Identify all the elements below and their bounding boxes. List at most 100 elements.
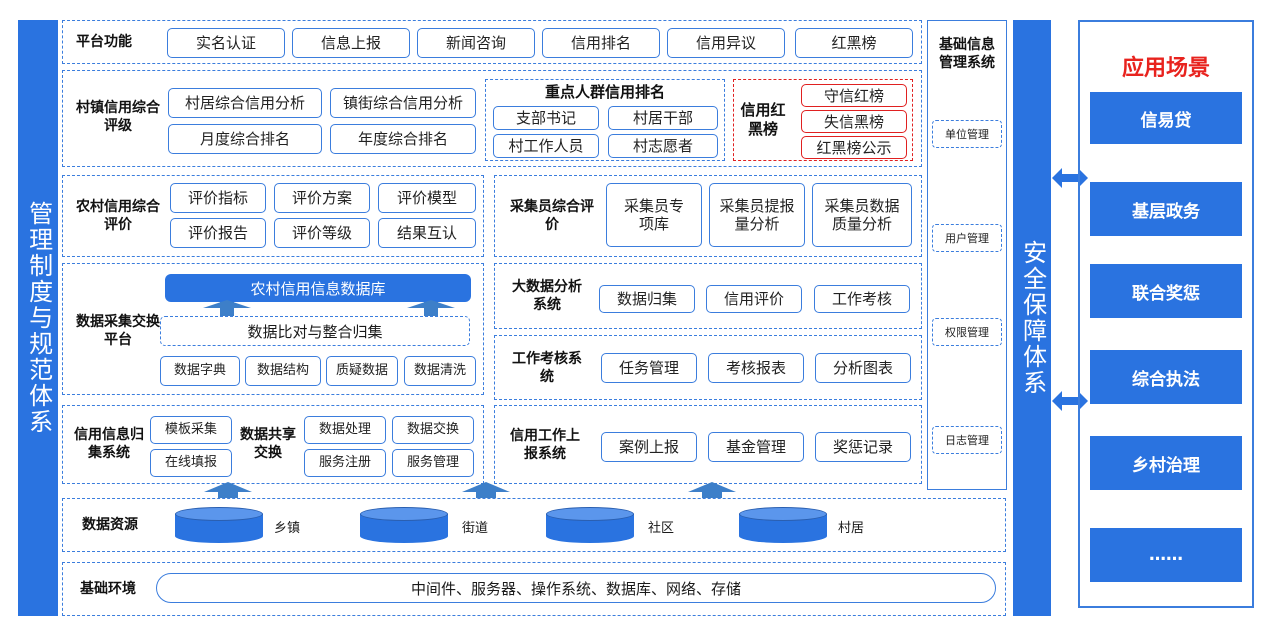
- share-item[interactable]: 数据交换: [392, 416, 474, 444]
- bigdata-item[interactable]: 工作考核: [814, 285, 910, 313]
- scenes-section: [1078, 20, 1254, 608]
- report-item[interactable]: 基金管理: [708, 432, 804, 462]
- exchange-section: [62, 263, 484, 395]
- scene-item[interactable]: ……: [1090, 528, 1242, 582]
- platform-item[interactable]: 信用异议: [667, 28, 785, 58]
- share-label: 数据共享交换: [240, 426, 296, 461]
- database-cylinder-icon: [360, 507, 448, 543]
- redblack-label: 信用红黑榜: [740, 100, 786, 139]
- scene-item[interactable]: 基层政务: [1090, 182, 1242, 236]
- exchange-item[interactable]: 数据结构: [245, 356, 321, 386]
- up-arrow-stem: [218, 492, 238, 498]
- village-eval-item[interactable]: 月度综合排名: [168, 124, 322, 154]
- work-exam-item[interactable]: 任务管理: [601, 353, 697, 383]
- collector-section: [494, 175, 922, 257]
- share-item[interactable]: 服务管理: [392, 449, 474, 477]
- rural-eval-item[interactable]: 评价报告: [170, 218, 266, 248]
- report-item[interactable]: 案例上报: [601, 432, 697, 462]
- redblack-item[interactable]: 失信黑榜: [801, 110, 907, 133]
- exchange-arrow-head: [203, 300, 251, 308]
- key-groups-item[interactable]: 村居干部: [608, 106, 718, 130]
- compare-box: 数据比对与整合归集: [160, 316, 470, 346]
- village-eval-item[interactable]: 镇街综合信用分析: [330, 88, 476, 118]
- report-item[interactable]: 奖惩记录: [815, 432, 911, 462]
- collect-section: [62, 405, 484, 484]
- base-info-item[interactable]: 用户管理: [932, 224, 1002, 252]
- bigdata-item[interactable]: 数据归集: [599, 285, 695, 313]
- bigdata-item[interactable]: 信用评价: [706, 285, 802, 313]
- work-exam-item[interactable]: 分析图表: [815, 353, 911, 383]
- compare-label: 数据比对与整合归集: [247, 322, 383, 341]
- scene-item[interactable]: 乡村治理: [1090, 436, 1242, 490]
- resource-label: 社区: [648, 521, 675, 536]
- rural-eval-item[interactable]: 评价方案: [274, 183, 370, 213]
- key-groups-item[interactable]: 村工作人员: [493, 134, 599, 158]
- rural-eval-item[interactable]: 结果互认: [378, 218, 476, 248]
- rural-eval-label: 农村信用综合评价: [76, 198, 160, 233]
- rural-eval-item[interactable]: 评价模型: [378, 183, 476, 213]
- exchange-item[interactable]: 质疑数据: [326, 356, 398, 386]
- platform-item[interactable]: 信息上报: [292, 28, 410, 58]
- collect-item[interactable]: 模板采集: [150, 416, 232, 444]
- share-item[interactable]: 数据处理: [304, 416, 386, 444]
- key-groups-item[interactable]: 支部书记: [493, 106, 599, 130]
- up-arrow-stem: [476, 492, 496, 498]
- base-info-section: [927, 20, 1007, 490]
- base-info-item[interactable]: 权限管理: [932, 318, 1002, 346]
- platform-item[interactable]: 信用排名: [542, 28, 660, 58]
- env-text: 中间件、服务器、操作系统、数据库、网络、存储: [410, 579, 741, 598]
- base-info-item[interactable]: 日志管理: [932, 426, 1002, 454]
- security-label: 安全保障体系: [1018, 240, 1047, 396]
- scene-item[interactable]: 综合执法: [1090, 350, 1242, 404]
- platform-item[interactable]: 红黑榜: [795, 28, 913, 58]
- collector-item[interactable]: 采集员提报量分析: [709, 183, 805, 247]
- exchange-item[interactable]: 数据清洗: [404, 356, 476, 386]
- management-system-bar: 管理制度与规范体系: [18, 20, 58, 616]
- database-cylinder-icon: [546, 507, 634, 543]
- exchange-label: 数据采集交换平台: [76, 313, 160, 348]
- database-banner: 农村信用信息数据库: [165, 274, 471, 302]
- rural-eval-item[interactable]: 评价等级: [274, 218, 370, 248]
- work-exam-section: [494, 335, 922, 400]
- redblack-item[interactable]: 守信红榜: [801, 84, 907, 107]
- resource-label: 乡镇: [274, 521, 301, 536]
- village-eval-section: [62, 70, 922, 167]
- env-section: [62, 562, 1006, 616]
- village-eval-label: 村镇信用综合评级: [76, 99, 160, 134]
- exchange-arrow-head: [407, 300, 455, 308]
- work-exam-label: 工作考核系统: [512, 350, 582, 385]
- rural-eval-item[interactable]: 评价指标: [170, 183, 266, 213]
- up-arrow-stem: [702, 492, 722, 498]
- work-exam-item[interactable]: 考核报表: [708, 353, 804, 383]
- base-info-title: 基础信息管理系统: [939, 36, 995, 71]
- redblack-section: [733, 79, 913, 161]
- scene-item[interactable]: 联合奖惩: [1090, 264, 1242, 318]
- base-info-item[interactable]: 单位管理: [932, 120, 1002, 148]
- collect-label: 信用信息归集系统: [74, 426, 144, 461]
- share-item[interactable]: 服务注册: [304, 449, 386, 477]
- platform-label: 平台功能: [76, 33, 132, 50]
- resources-section: [62, 498, 1006, 552]
- scene-item[interactable]: 信易贷: [1090, 92, 1242, 144]
- platform-section: [62, 20, 922, 64]
- collector-item[interactable]: 采集员专项库: [606, 183, 702, 247]
- platform-item[interactable]: 新闻咨询: [417, 28, 535, 58]
- village-eval-item[interactable]: 村居综合信用分析: [168, 88, 322, 118]
- platform-item[interactable]: 实名认证: [167, 28, 285, 58]
- key-groups-title: 重点人群信用排名: [544, 83, 665, 102]
- redblack-item[interactable]: 红黑榜公示: [801, 136, 907, 159]
- collector-item[interactable]: 采集员数据质量分析: [812, 183, 912, 247]
- security-bar: 安全保障体系: [1013, 20, 1051, 616]
- env-box: 中间件、服务器、操作系统、数据库、网络、存储: [156, 573, 996, 603]
- village-eval-item[interactable]: 年度综合排名: [330, 124, 476, 154]
- up-arrow-icon: [204, 482, 252, 492]
- key-groups-item[interactable]: 村志愿者: [608, 134, 718, 158]
- scenes-title: 应用场景: [1121, 56, 1210, 81]
- resource-label: 村居: [838, 521, 865, 536]
- resources-label: 数据资源: [82, 516, 138, 533]
- bigdata-label: 大数据分析系统: [512, 278, 582, 313]
- up-arrow-icon: [462, 482, 510, 492]
- collect-item[interactable]: 在线填报: [150, 449, 232, 477]
- resource-label: 街道: [462, 521, 489, 536]
- exchange-item[interactable]: 数据字典: [160, 356, 240, 386]
